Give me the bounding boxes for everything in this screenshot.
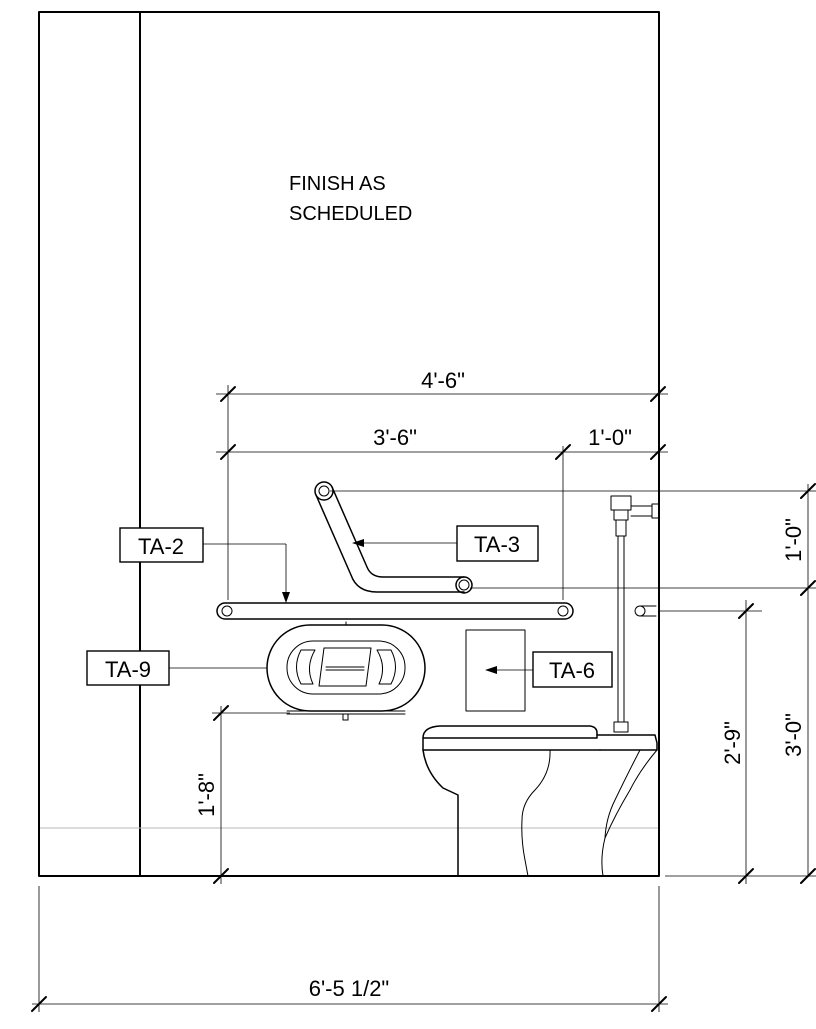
dimension-label-1-0-vertical: 1'-0" [781,518,806,562]
tag-ta-3: TA-3 [352,525,539,562]
dimension-label-overall: 6'-5 1/2" [309,976,390,1001]
dimension-label-2-9: 2'-9" [720,721,745,765]
dimension-rear-bar: 3'-6" 1'-0" [216,425,668,600]
dimension-label-1-0-horizontal: 1'-0" [588,425,632,450]
finish-note-line2: SCHEDULED [289,203,412,225]
tag-ta-2: TA-2 [119,527,290,603]
dimension-label-1-8: 1'-8" [194,773,219,817]
seat-cover-dispenser [465,629,526,712]
dimension-label-4-6: 4'-6" [421,368,465,393]
flush-valve [610,495,660,733]
tag-label-ta-2: TA-2 [138,534,184,559]
dimension-label-3-6: 3'-6" [373,425,417,450]
dimension-flush-valve: 2'-9" [658,600,762,884]
rear-grab-bar [216,602,574,620]
finish-note-line1: FINISH AS [289,173,386,195]
tag-label-ta-3: TA-3 [474,532,520,557]
toilet [422,725,658,877]
tag-label-ta-9: TA-9 [105,657,151,682]
wall-outline [38,11,660,877]
dimension-label-3-0: 3'-0" [781,713,806,757]
dimension-vertical-bar: 1'-0" [330,483,816,876]
dimension-dispenser-height: 1'-8" [194,705,290,884]
dimension-bar-height: 3'-0" [665,713,816,884]
vertical-grab-bar [314,481,473,594]
tag-label-ta-6: TA-6 [549,658,595,683]
tag-ta-6: TA-6 [485,651,613,688]
tag-ta-9: TA-9 [86,650,267,686]
toilet-tissue-dispenser [266,621,426,721]
dimension-grab-bar-reach: 4'-6" [216,368,668,600]
dimension-overall-width: 6'-5 1/2" [31,886,668,1012]
